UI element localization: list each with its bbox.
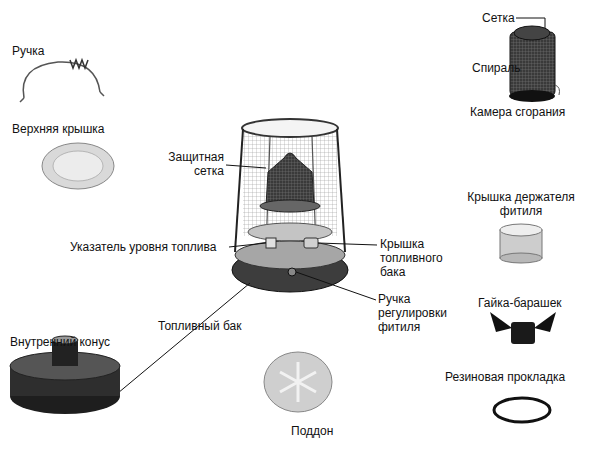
wick-knob	[288, 268, 296, 276]
wing-nut-wing	[534, 312, 556, 332]
leader-line	[112, 283, 250, 398]
top-lid-center	[53, 151, 103, 181]
combustion-chamber	[266, 153, 314, 206]
leader-line	[226, 165, 266, 168]
handle-coil	[70, 60, 88, 68]
part-label: Защитная сетка	[164, 150, 224, 178]
handle-hook	[20, 92, 104, 102]
leader-line	[229, 243, 266, 247]
top-lid	[42, 143, 114, 189]
part-label: Спираль	[472, 61, 522, 75]
chamber-base	[260, 200, 320, 212]
tank-top	[235, 241, 345, 269]
tray	[264, 352, 332, 412]
part-label: Ручка	[12, 44, 72, 58]
leader-line	[296, 272, 376, 300]
part-label: Поддон	[291, 424, 351, 438]
part-label: Топливный бак	[158, 319, 258, 333]
tray-ribs	[280, 362, 316, 402]
part-label: Крышка держателя фитиля	[462, 190, 580, 218]
spiral-wire	[555, 85, 560, 95]
cap-top	[500, 224, 542, 236]
wing-nut-body	[511, 322, 535, 344]
tank-cap	[304, 238, 318, 248]
chamber-bottom	[509, 90, 555, 102]
top-ring	[242, 119, 338, 137]
cap-bottom	[500, 253, 542, 263]
handle-wire	[23, 62, 100, 98]
frame-rod	[337, 129, 345, 252]
part-label: Камера сгорания	[470, 105, 580, 119]
wing-nut-wing	[490, 312, 512, 332]
burner-plate	[248, 223, 332, 241]
part-label: Резиновая прокладка	[445, 370, 585, 384]
chamber-dome	[514, 26, 550, 40]
part-label: Сетка	[482, 11, 522, 25]
part-label: Гайка-барашек	[478, 296, 578, 310]
rubber-gasket	[494, 398, 550, 422]
guard-mesh	[243, 128, 337, 236]
part-label: Указатель уровня топлива	[70, 240, 230, 254]
part-label: Внутренний конус	[10, 335, 120, 349]
leader-line	[318, 243, 377, 245]
part-label: Ручка регулировки фитиля	[378, 292, 454, 334]
frame-rod	[235, 129, 243, 252]
part-label: Крышка топливного бака	[380, 237, 454, 279]
part-label: Верхняя крышка	[12, 122, 122, 136]
fuel-gauge	[266, 238, 276, 248]
